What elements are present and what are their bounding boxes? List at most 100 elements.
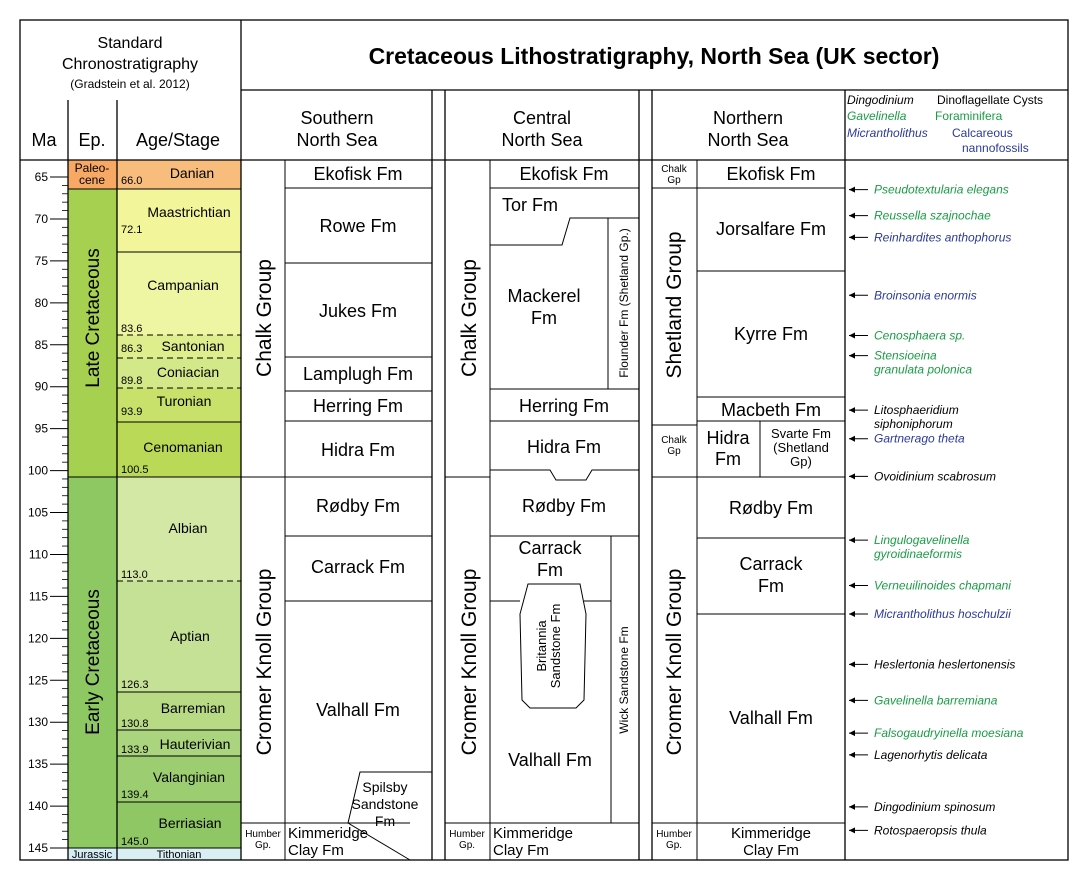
stage-boundaries [68,188,241,849]
ma-axis: 6570758085909510010511011512012513013514… [28,170,68,855]
stage-name: Albian [169,520,208,536]
legend-nanno-genus: Micrantholithus [847,126,928,140]
early-cretaceous-fill [68,477,117,848]
ma-tick-label: 70 [35,212,49,226]
stage-name: Tithonian [157,849,202,861]
ma-tick-label: 75 [35,254,49,268]
biostrat-event: Broinsonia enormis [849,288,977,302]
biostrat-event: Verneuilinoides chapmani [849,578,1011,592]
ma-tick-label: 125 [28,673,48,687]
ma-tick-label: 110 [29,547,48,561]
biostrat-event: Reinhardites anthophorus [849,230,1011,244]
northern-cromer-knoll-group: Cromer Knoll Group [663,569,686,756]
event-arrowhead [849,292,855,299]
col-northern-2: North Sea [707,130,789,150]
central-britannia: BritanniaSandstone Fm [534,604,563,689]
stage-name: Coniacian [157,364,219,380]
hauterivian-fill [117,730,241,756]
event-arrowhead [849,803,855,810]
stage-name: Aptian [170,628,210,644]
header: Standard Chronostratigraphy (Gradstein e… [31,35,939,150]
legend-dino-label: Dinoflagellate Cysts [937,93,1043,107]
stage-base-age: 72.1 [121,224,142,236]
col-southern-1: Southern [300,108,373,128]
tithonian-fill [117,848,241,860]
ma-tick-label: 120 [28,631,48,645]
event-label: Micrantholithus hoschulzii [874,607,1011,621]
event-label: Lagenorhytis delicata [874,748,988,762]
event-label: Verneuilinoides chapmani [874,578,1011,592]
southern-jukes: Jukes Fm [319,301,397,321]
event-label: Broinsonia enormis [874,288,977,302]
ma-tick-label: 145 [28,841,48,855]
event-arrowhead [849,827,855,834]
stage-name: Berriasian [158,815,221,831]
biostrat-event: Rotospaeropsis thula [849,823,987,837]
event-arrowhead [849,435,855,442]
event-arrowhead [849,352,855,359]
biostrat-event: Ovoidinium scabrosum [849,469,996,483]
event-label: Pseudotextularia elegans [874,183,1009,197]
turonian-fill [117,388,241,422]
stage-name: Campanian [147,277,219,293]
northern-rodby: Rødby Fm [729,498,813,518]
legend: Dingodinium Dinoflagellate Cysts Gavelin… [847,93,1043,155]
stage-name: Maastrichtian [147,204,230,220]
southern-valhall: Valhall Fm [316,700,400,720]
ma-tick-label: 140 [28,799,48,813]
biostrat-event: Gavelinella barremiana [849,693,998,707]
biostrat-event: Reussella szajnochae [849,209,991,223]
stage-base-age: 89.8 [121,375,142,387]
biostrat-event: Heslertonia heslertonensis [849,657,1015,671]
northern-macbeth: Macbeth Fm [721,400,821,420]
ma-tick-label: 85 [35,338,49,352]
legend-nanno-label: Calcareous [952,126,1013,140]
event-arrowhead [849,234,855,241]
stage-name: Danian [170,165,214,181]
biostrat-event: Micrantholithus hoschulzii [849,607,1011,621]
stage-base-age: 100.5 [121,464,149,476]
central-valhall: Valhall Fm [508,750,592,770]
stage-base-age: 93.9 [121,406,142,418]
central-chalk-group: Chalk Group [458,259,481,377]
stage-name: Santonian [161,338,224,354]
event-arrowhead [849,751,855,758]
central-rodby: Rødby Fm [522,496,606,516]
stage-labels: Danian 66.0 Maastrichtian 72.1 Campanian… [121,165,231,861]
ma-tick-label: 80 [35,296,49,310]
col-northern-1: Northern [713,108,783,128]
central-wick: Wick Sandstone Fm [617,626,631,733]
col-age: Age/Stage [136,130,220,150]
central-hidra: Hidra Fm [527,437,601,457]
event-arrowhead [849,212,855,219]
stage-base-age: 133.9 [121,744,149,756]
event-label: Rotospaeropsis thula [874,823,987,837]
central-tor: Tor Fm [502,195,558,215]
southern-herring: Herring Fm [313,396,403,416]
paleocene-fill [68,160,117,189]
legend-foram-genus: Gavelinella [847,109,907,123]
valanginian-fill [117,756,241,802]
ma-tick-label: 65 [35,170,49,184]
event-label: Falsogaudryinella moesiana [874,726,1024,740]
central-herring: Herring Fm [519,396,609,416]
event-arrowhead [849,697,855,704]
event-arrowhead [849,610,855,617]
stage-base-age: 139.4 [121,789,149,801]
event-label: Dingodinium spinosum [874,800,995,814]
santonian-fill [117,335,241,358]
event-label: Cenosphaera sp. [874,329,965,343]
barremian-fill [117,692,241,730]
jurassic-fill [68,848,117,860]
ma-tick-label: 115 [29,589,48,603]
